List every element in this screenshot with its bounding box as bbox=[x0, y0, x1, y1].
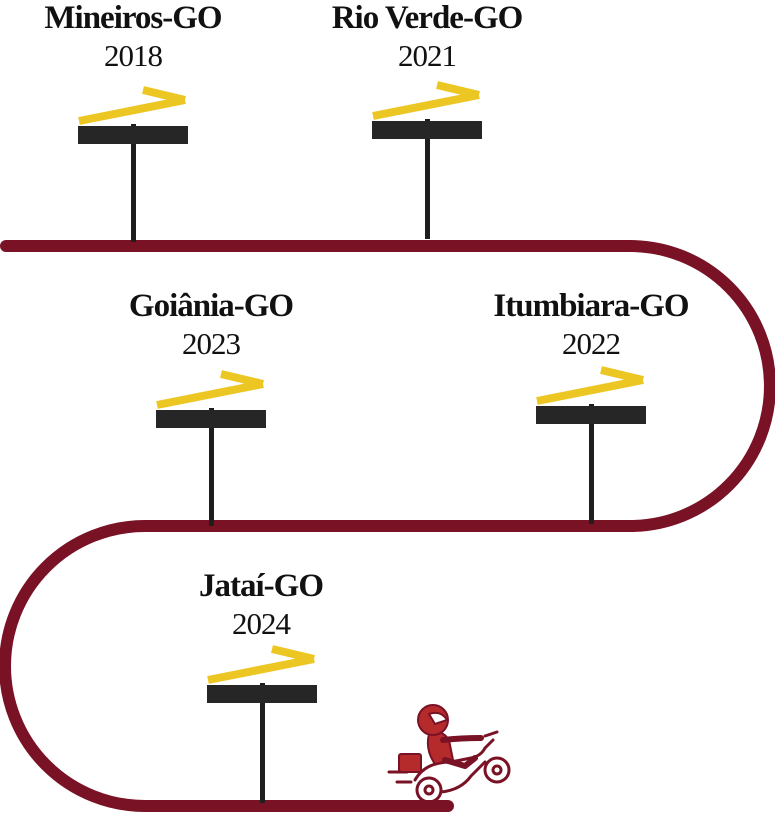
milestone-year: 2022 bbox=[562, 326, 621, 361]
milestone-year: 2023 bbox=[182, 326, 241, 361]
milestone-year: 2021 bbox=[398, 38, 457, 73]
milestone-label: Rio Verde-GO 2021 bbox=[297, 0, 557, 76]
delivery-scooter-icon bbox=[387, 704, 511, 804]
signpost-arrow-icon bbox=[207, 645, 317, 803]
signpost-arrow-icon bbox=[156, 370, 266, 526]
milestone-city: Rio Verde-GO bbox=[331, 0, 524, 36]
signpost-arrow-icon bbox=[536, 366, 646, 524]
signpost-arrow-icon bbox=[372, 81, 482, 239]
road-path bbox=[0, 240, 775, 812]
milestone-city: Goiânia-GO bbox=[128, 288, 294, 324]
milestone-label: Itumbiara-GO 2022 bbox=[461, 288, 721, 364]
milestone-label: Mineiros-GO 2018 bbox=[3, 0, 263, 76]
signpost-arrow-icon bbox=[78, 86, 188, 242]
milestone-label: Jataí-GO 2024 bbox=[131, 568, 391, 644]
milestone-year: 2018 bbox=[104, 38, 163, 73]
milestone-city: Jataí-GO bbox=[199, 568, 324, 604]
milestone-label: Goiânia-GO 2023 bbox=[81, 288, 341, 364]
milestone-city: Itumbiara-GO bbox=[493, 288, 689, 324]
milestone-city: Mineiros-GO bbox=[44, 0, 222, 36]
milestone-year: 2024 bbox=[232, 606, 291, 641]
